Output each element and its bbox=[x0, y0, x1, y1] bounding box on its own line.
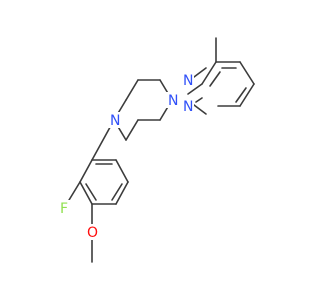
benzene-ring bbox=[79, 159, 129, 205]
atom-oxygen: O bbox=[87, 225, 98, 241]
atom-n-pyrimidine-top: N bbox=[183, 73, 193, 89]
bond bbox=[79, 181, 93, 205]
atom-n-piperazine-left: N bbox=[110, 113, 120, 129]
pyrimidine-ring bbox=[187, 61, 255, 115]
piperazine-ring bbox=[113, 79, 173, 141]
bond bbox=[187, 83, 203, 95]
bond bbox=[115, 159, 129, 183]
bond bbox=[111, 183, 123, 201]
structure-canvas: N N N N F O bbox=[58, 37, 255, 263]
bond bbox=[209, 71, 221, 87]
atom-n-piperazine-right: N bbox=[168, 93, 178, 109]
bond bbox=[195, 97, 203, 103]
bond bbox=[79, 159, 93, 183]
atom-fluorine: F bbox=[60, 201, 68, 217]
molecule-drawing: N N N N F O bbox=[58, 37, 255, 263]
bond bbox=[115, 181, 129, 205]
bond bbox=[239, 83, 255, 107]
bond bbox=[201, 61, 217, 85]
bond bbox=[239, 61, 255, 85]
bond bbox=[125, 119, 139, 141]
atom-n-pyrimidine-bottom: N bbox=[183, 99, 193, 115]
bond bbox=[85, 183, 97, 201]
bond bbox=[125, 79, 139, 101]
bond bbox=[235, 87, 247, 103]
